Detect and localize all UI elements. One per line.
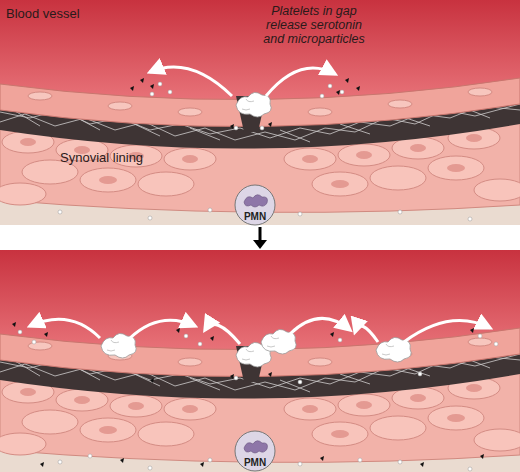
- microparticle: [158, 82, 162, 86]
- transition-arrow: [259, 227, 262, 242]
- lobed-nucleus: [244, 195, 267, 207]
- microparticle: [88, 454, 92, 458]
- microparticle: [494, 342, 498, 346]
- top-overlay: [130, 67, 360, 130]
- release-arrow: [404, 321, 490, 342]
- serotonin-marker: [120, 458, 124, 463]
- release-arrow: [290, 318, 350, 334]
- cell-membrane: [235, 431, 275, 471]
- microparticle: [328, 84, 332, 88]
- release-arrow: [30, 319, 100, 338]
- transition-arrowhead: [253, 240, 267, 249]
- serotonin-marker: [480, 454, 484, 459]
- serotonin-marker: [12, 322, 16, 327]
- serotonin-marker: [320, 456, 324, 461]
- serotonin-marker: [150, 378, 154, 383]
- microparticle: [234, 376, 238, 380]
- tissue-panel: [0, 250, 520, 472]
- serotonin-marker: [130, 86, 134, 91]
- serotonin-marker: [336, 90, 340, 95]
- serotonin-marker: [356, 86, 360, 91]
- cell-label: PMN: [234, 457, 276, 468]
- release-arrow: [266, 68, 335, 96]
- serotonin-marker: [130, 78, 360, 129]
- serotonin-marker: [176, 328, 180, 333]
- cell-membrane: [235, 185, 275, 225]
- microparticle: [150, 92, 154, 96]
- serotonin-marker: [44, 332, 48, 337]
- microparticle: [18, 330, 22, 334]
- microparticle: [234, 126, 238, 130]
- bottom-overlay: [12, 318, 498, 467]
- release-arrow: [150, 67, 232, 96]
- text-label: Blood vessel: [6, 6, 126, 21]
- serotonin-marker: [330, 332, 334, 337]
- platelet-cluster: [236, 92, 271, 117]
- serotonin-marker: [345, 78, 349, 83]
- microparticle: [340, 90, 344, 94]
- serotonin-marker: [12, 322, 484, 467]
- text-label: Synovial lining: [60, 150, 200, 165]
- cell-label: PMN: [234, 211, 276, 222]
- serotonin-marker: [268, 372, 272, 377]
- serotonin-marker: [150, 84, 154, 89]
- serotonin-marker: [470, 328, 474, 333]
- microparticle: [478, 334, 482, 338]
- microparticle: [32, 340, 36, 344]
- serotonin-marker: [200, 462, 204, 467]
- serotonin-marker: [40, 462, 44, 467]
- microparticle: [338, 338, 342, 342]
- release-arrow: [355, 326, 378, 342]
- microparticle: [184, 334, 188, 338]
- serotonin-marker: [230, 374, 234, 379]
- serotonin-marker: [420, 462, 424, 467]
- microparticle: [320, 94, 324, 98]
- serotonin-marker: [230, 124, 234, 129]
- microparticle: [168, 90, 172, 94]
- microparticle: [358, 458, 362, 462]
- microparticle: [298, 380, 302, 384]
- lobed-nucleus: [244, 441, 267, 453]
- tissue-panel: [0, 0, 520, 225]
- microparticle: [150, 82, 344, 130]
- microparticle: [260, 126, 264, 130]
- microparticle: [18, 330, 498, 462]
- pmn-cell: PMN: [234, 430, 276, 472]
- release-arrow: [130, 320, 195, 338]
- microparticle: [198, 342, 202, 346]
- release-arrow: [205, 324, 240, 344]
- serotonin-marker: [268, 122, 272, 127]
- serotonin-marker: [210, 336, 214, 341]
- microparticle: [418, 372, 422, 376]
- text-label: Platelets in gap release serotonin and m…: [262, 4, 366, 46]
- pmn-cell: PMN: [234, 184, 276, 226]
- serotonin-marker: [140, 78, 144, 83]
